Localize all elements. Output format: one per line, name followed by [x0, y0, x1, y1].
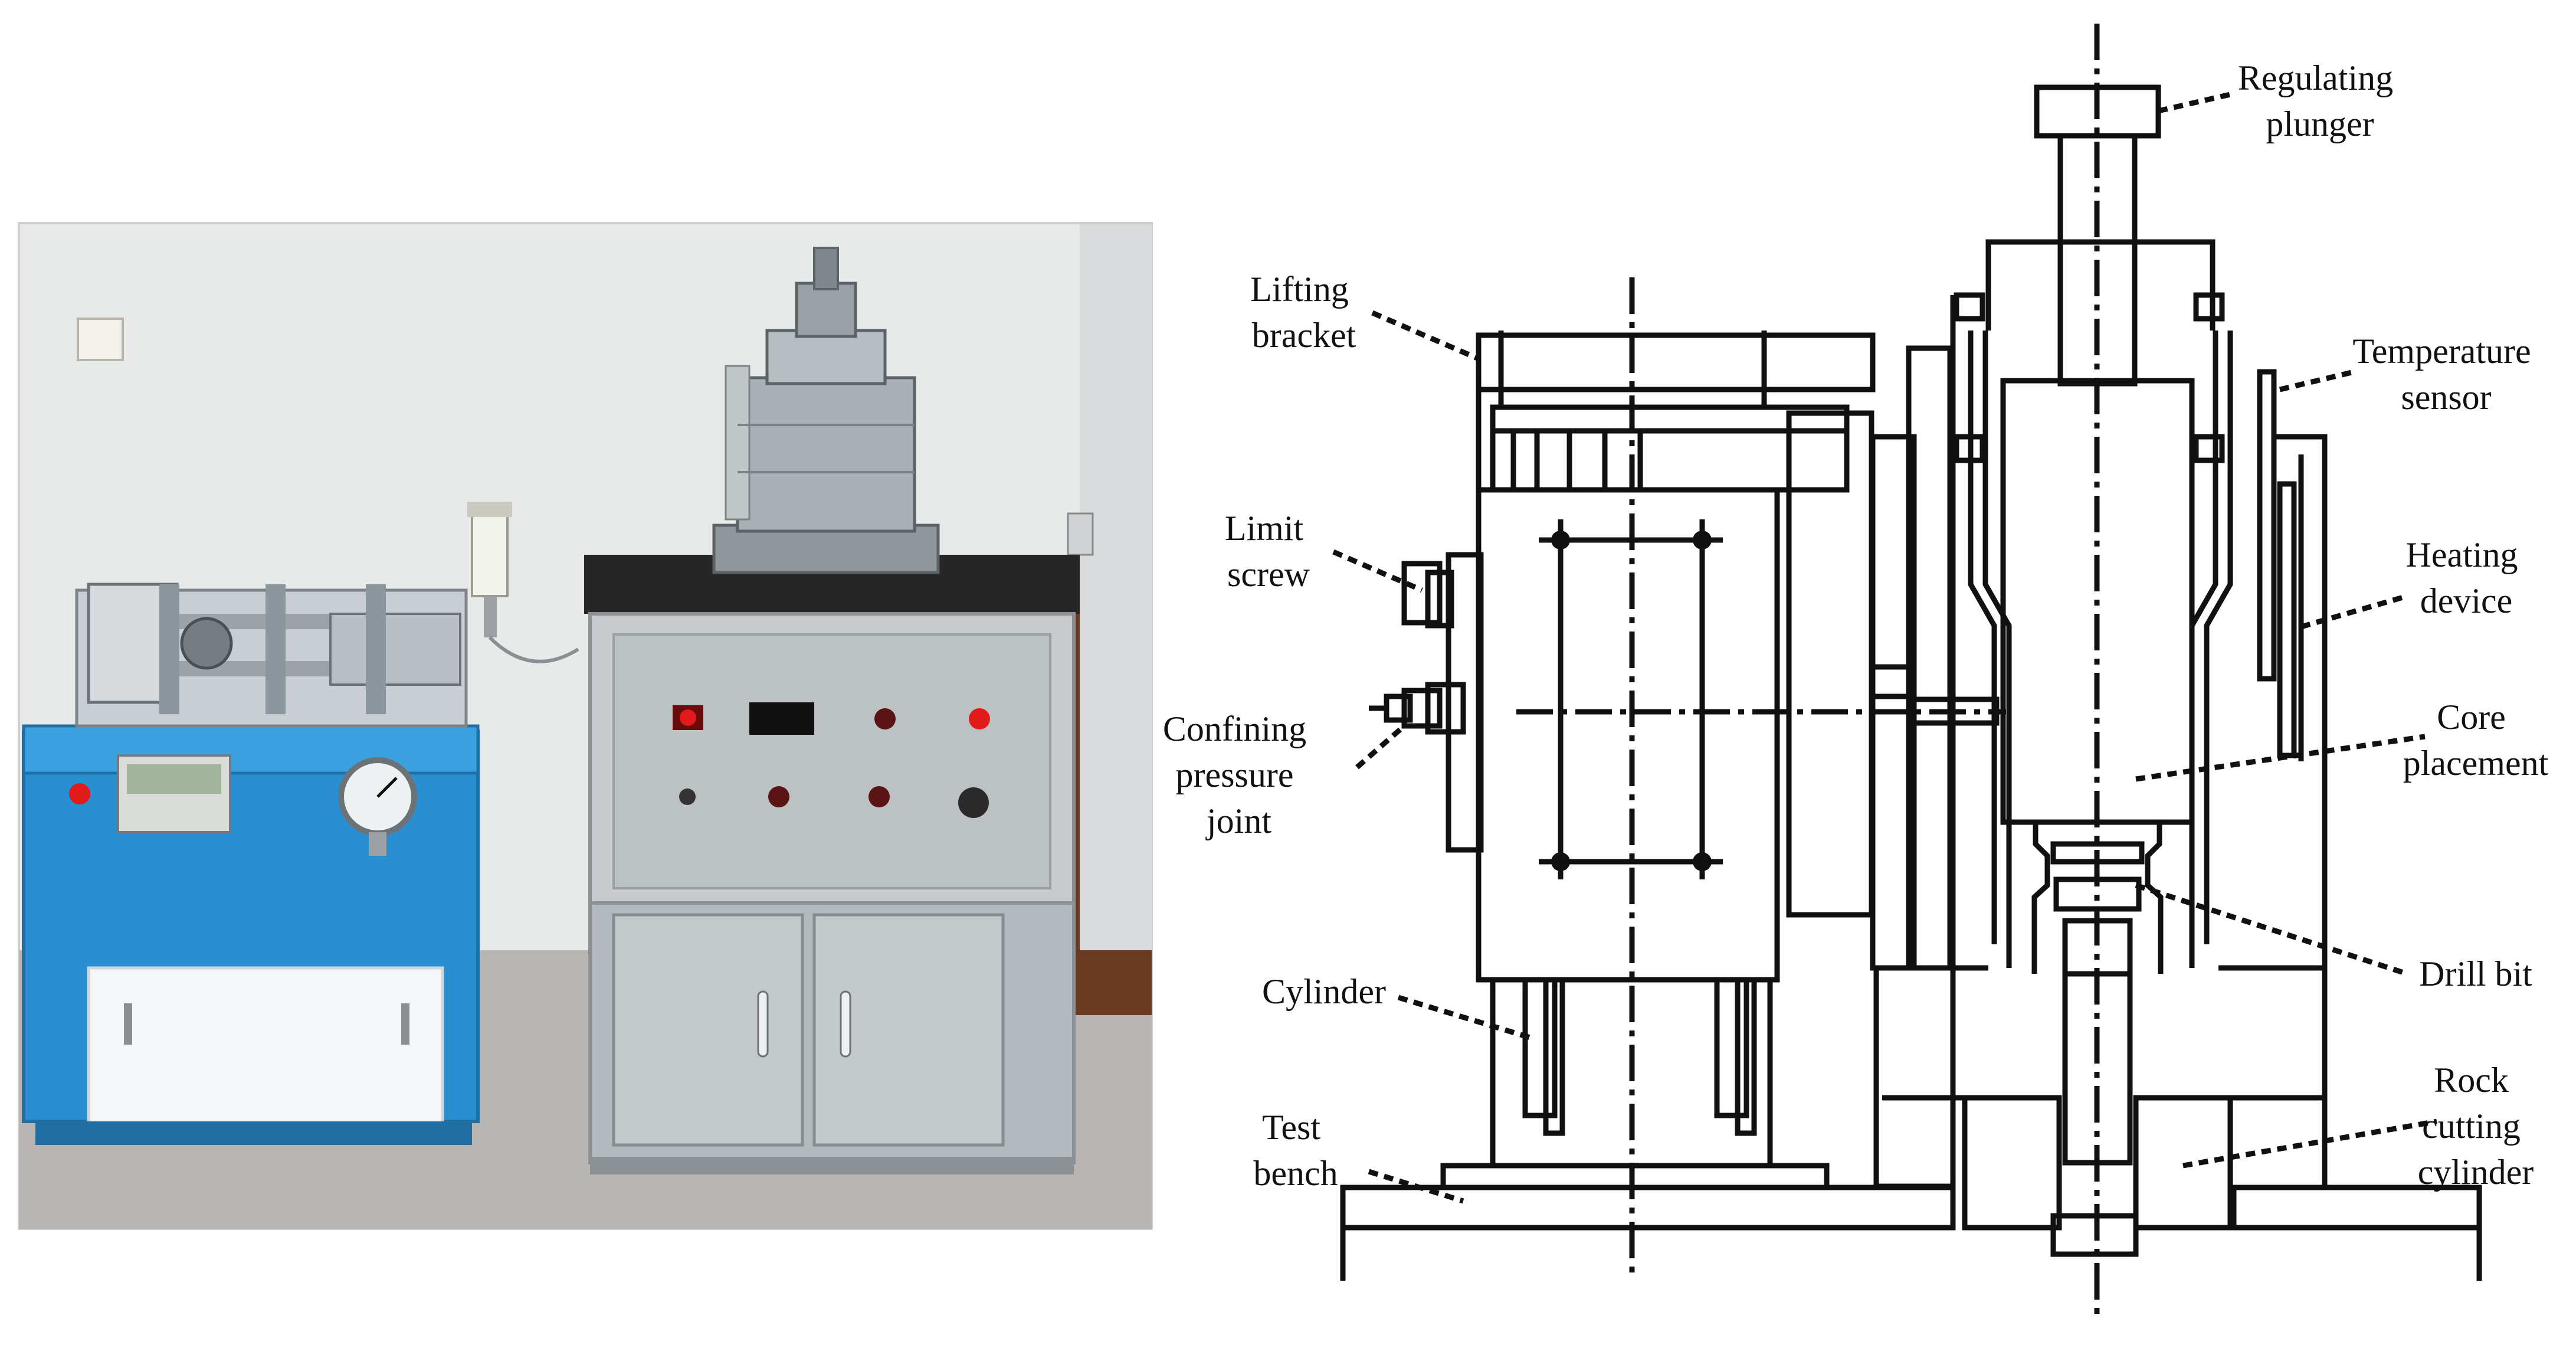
wall-switch-icon	[77, 318, 124, 361]
label-lifting-bracket: Lifting bracket	[1250, 270, 1358, 355]
cylinder-body	[1476, 487, 1780, 983]
label-confining-pressure-joint: Confining pressure joint	[1163, 709, 1315, 840]
label-regulating-plunger: Regulating plunger	[2238, 58, 2402, 143]
key-switch-icon	[958, 787, 989, 818]
label-rock-cutting-cylinder: Rock cutting cylinder	[2418, 1061, 2534, 1192]
indicator-light-icon	[69, 783, 90, 804]
label-cylinder: Cylinder	[1262, 972, 1386, 1011]
rock-cutting-cylinder	[1962, 1095, 2062, 1231]
cabinet-door-left	[612, 913, 804, 1147]
labels: Regulating plunger Lifting bracket Tempe…	[1163, 58, 2549, 1193]
label-limit-screw: Limit screw	[1225, 509, 1312, 594]
cabinet-door	[87, 966, 444, 1129]
schematic-drawing	[1332, 24, 2482, 1316]
label-temperature-sensor: Temperature sensor	[2352, 332, 2539, 417]
label-test-bench: Test bench	[1253, 1108, 1338, 1193]
label-heating-device: Heating device	[2406, 535, 2527, 620]
label-drill-bit: Drill bit	[2419, 954, 2532, 993]
test-apparatus-photo	[18, 222, 1153, 1230]
label-core-placement: Core placement	[2403, 698, 2549, 783]
lifting-bracket	[1476, 332, 1876, 392]
core-holder	[712, 524, 940, 574]
